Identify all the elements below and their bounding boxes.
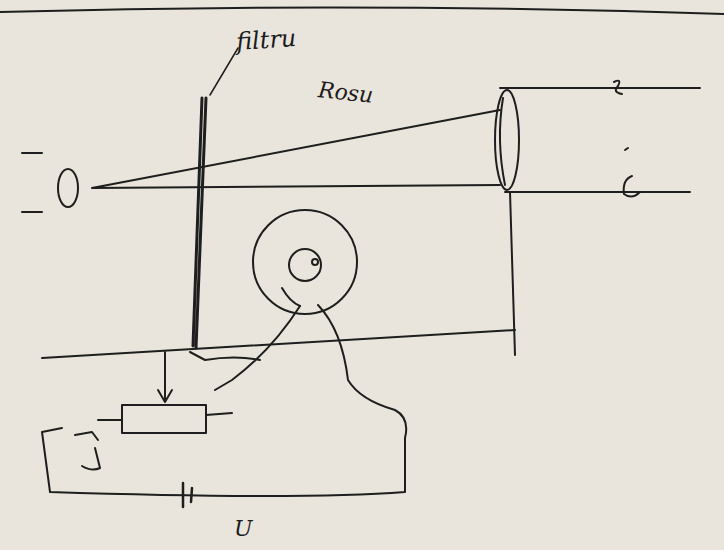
- filter-leader: [210, 48, 238, 95]
- source-bracket: [22, 153, 42, 212]
- battery-symbol: [183, 483, 192, 507]
- photocell-tube: [500, 88, 700, 192]
- observer-eye: [312, 259, 318, 265]
- filter-label: filtru: [235, 26, 297, 54]
- voltage-label: U: [234, 518, 253, 540]
- light-beam: [92, 110, 500, 188]
- light-source: [58, 169, 78, 207]
- color-label: Rosu: [317, 79, 374, 107]
- page-edge-line: [0, 7, 724, 14]
- tube-marks: [614, 81, 640, 197]
- resistor-symbol: [122, 405, 206, 433]
- photocell-window: [495, 90, 519, 190]
- observer-body-wire: [42, 288, 406, 496]
- switch-symbol: [75, 432, 100, 470]
- photocell-inner: [500, 98, 505, 185]
- observer-arm: [190, 306, 300, 390]
- filter-plate: [193, 98, 206, 348]
- wire: [98, 413, 232, 420]
- observer-head: [253, 210, 357, 314]
- observer-face: [289, 249, 321, 281]
- slider-arrow: [158, 352, 172, 402]
